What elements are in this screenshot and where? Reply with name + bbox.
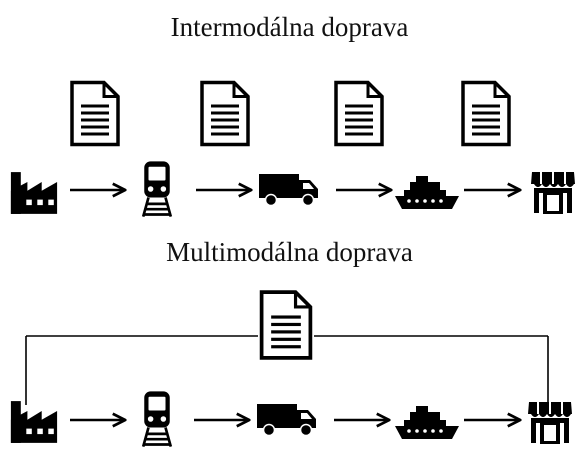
multimodal-title: Multimodálna doprava: [166, 237, 413, 267]
document-icon: [461, 80, 511, 147]
document-icon: [70, 80, 120, 147]
store-icon: [530, 170, 576, 214]
store-icon: [527, 400, 573, 444]
train-icon: [141, 390, 173, 448]
factory-icon: [10, 401, 58, 443]
ship-icon: [395, 406, 459, 439]
factory-icon: [10, 172, 58, 214]
truck-icon: [258, 173, 319, 207]
document-icon: [200, 80, 250, 147]
ship-icon: [395, 176, 459, 209]
intermodal-diagram: [10, 80, 576, 218]
document-icon: [259, 290, 313, 360]
multimodal-diagram: [10, 290, 573, 448]
document-icon: [334, 80, 384, 147]
intermodal-title: Intermodálna doprava: [170, 12, 409, 42]
truck-icon: [256, 403, 317, 437]
train-icon: [141, 160, 173, 218]
